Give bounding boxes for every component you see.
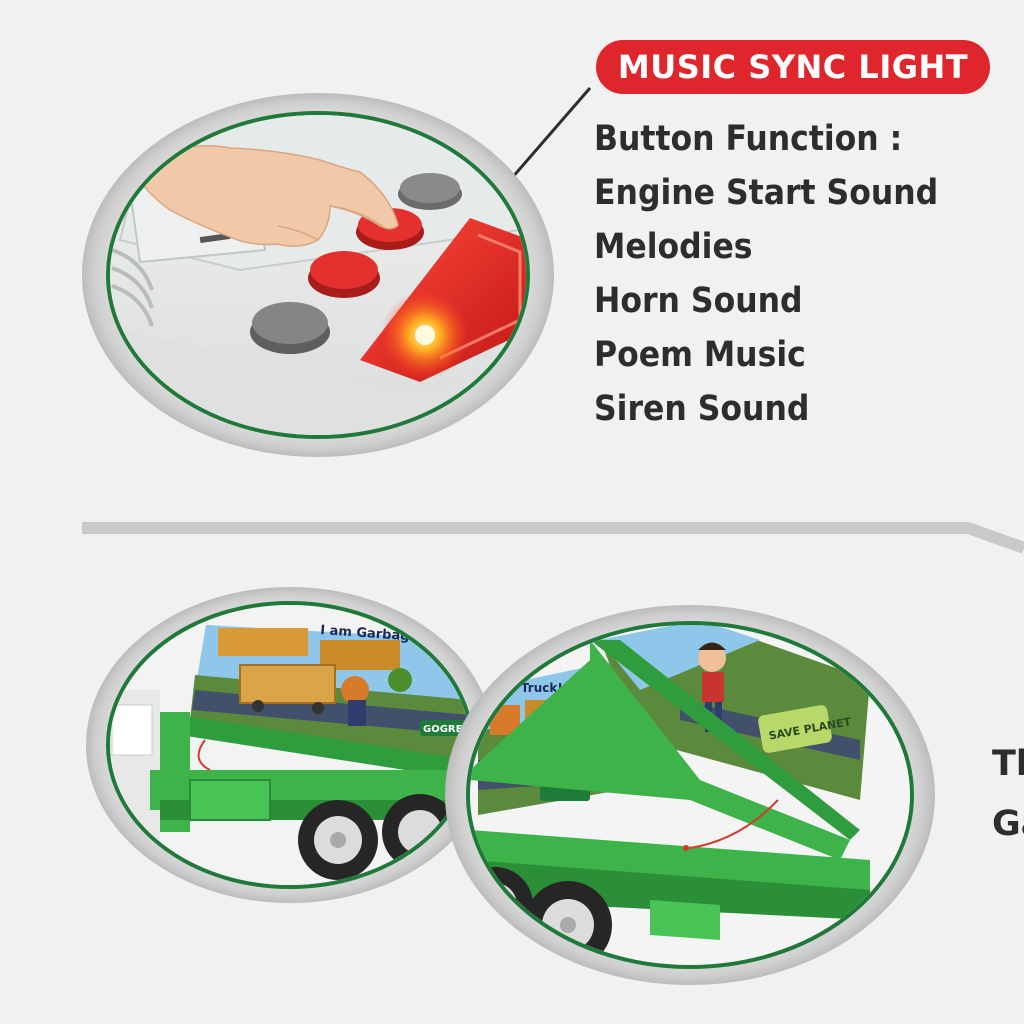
function-heading: Button Function :	[594, 119, 903, 159]
truncated-caption-line: Th	[992, 744, 1024, 784]
button-closeup-circle	[82, 93, 554, 457]
function-item: Horn Sound	[594, 281, 803, 321]
speaker-grille-icon	[111, 248, 154, 327]
panel-logo: GOGREEN	[423, 724, 478, 735]
section-divider	[82, 522, 1024, 554]
badge-label: MUSIC SYNC LIGHT	[617, 48, 969, 86]
music-sync-light-badge: MUSIC SYNC LIGHT	[596, 40, 990, 94]
tilt-arrow-icon	[197, 739, 211, 771]
truncated-caption: Th Ga	[992, 734, 1024, 854]
function-item: Poem Music	[594, 335, 806, 375]
truck-tilt-circle: ge Truck! SAVE PLANET	[445, 605, 935, 985]
button-function-list: Button Function : Engine Start Sound Mel…	[594, 112, 1014, 436]
panel-text-top: I am Garbag	[320, 623, 410, 644]
hand-pointer-icon	[139, 144, 399, 247]
function-item: Melodies	[594, 227, 753, 267]
function-item: Siren Sound	[594, 389, 810, 429]
function-item: Engine Start Sound	[594, 173, 939, 213]
truncated-caption-line: Ga	[992, 804, 1024, 844]
truck-side-circle: I am Garbag GOGREEN	[86, 587, 494, 903]
